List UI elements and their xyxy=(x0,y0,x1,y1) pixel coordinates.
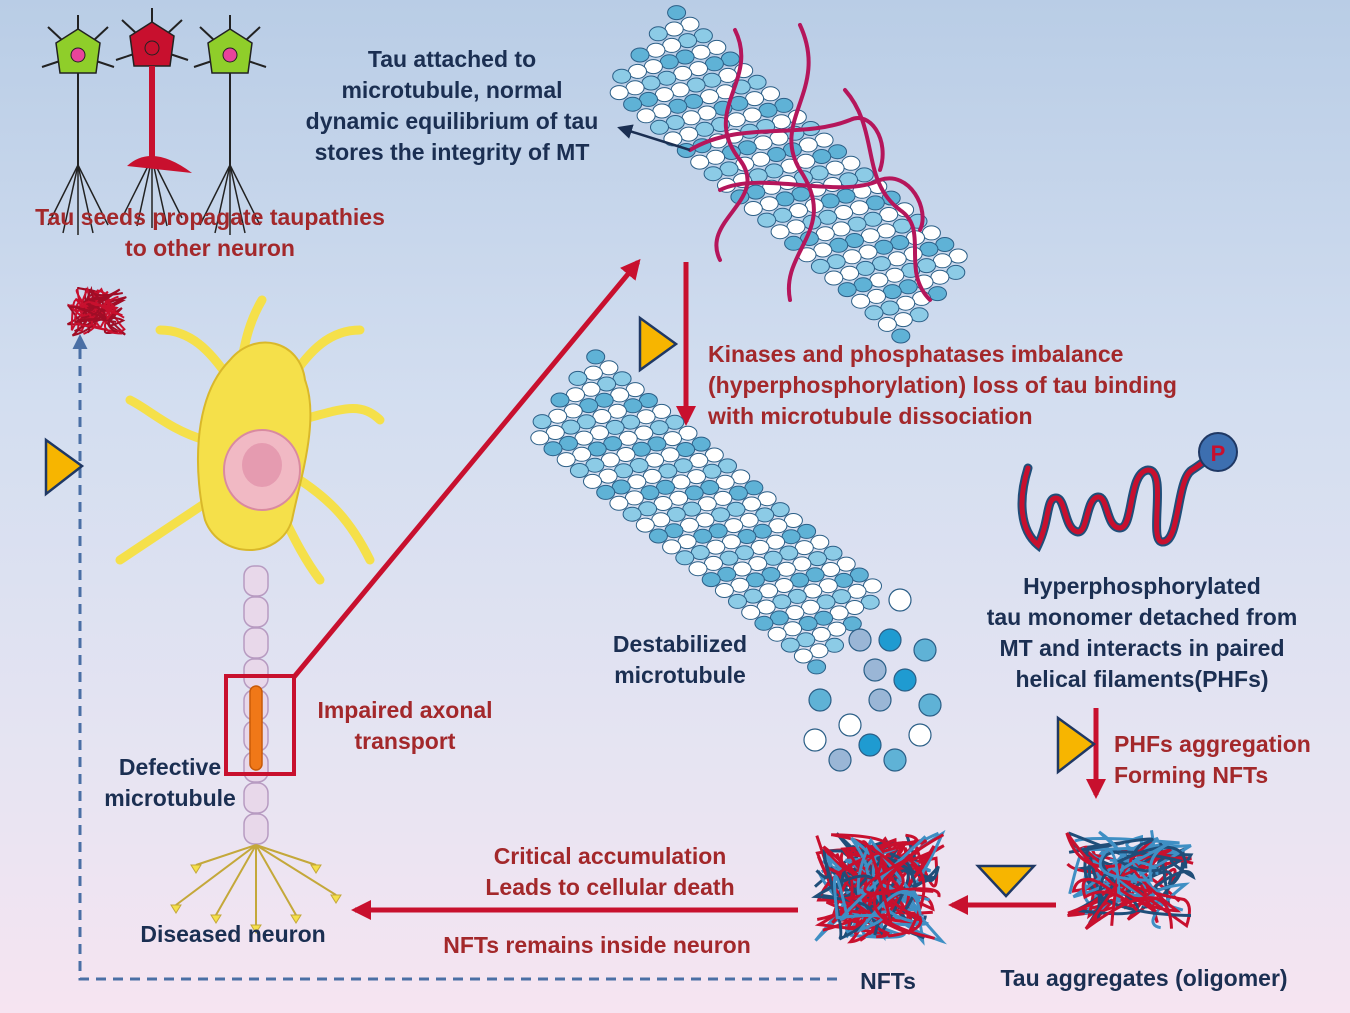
tau-seed-tangle xyxy=(67,285,127,337)
phosphate-circle xyxy=(1198,432,1238,472)
axon-terminals xyxy=(170,844,342,934)
step-triangle-propagation xyxy=(44,437,85,497)
hyperphosphorylated-label: Hyperphosphorylated tau monomer detached… xyxy=(986,573,1298,692)
intact-microtubule xyxy=(609,5,968,344)
phosphate-letter: P xyxy=(1211,441,1226,466)
tau-oligomer-tangle xyxy=(1065,830,1196,931)
nfts-label: NFTs xyxy=(860,968,916,994)
destabilized-microtubule xyxy=(530,349,882,675)
tau-seeds-label: Tau seeds propagate taupathies to other … xyxy=(35,204,385,261)
critical-accumulation-label: Critical accumulation Leads to cellular … xyxy=(485,843,735,900)
propagating-neurons-illustration xyxy=(41,8,267,235)
tau-aggregates-label: Tau aggregates (oligomer) xyxy=(1000,965,1288,991)
kinases-label: Kinases and phosphatases imbalance (hype… xyxy=(708,341,1177,429)
impaired-region-box xyxy=(224,674,296,776)
step-triangle-nfts xyxy=(975,864,1037,898)
step-triangle-aggregation xyxy=(1056,715,1097,775)
nfts-remain-label: NFTs remains inside neuron xyxy=(443,932,751,958)
impaired-transport-label: Impaired axonal transport xyxy=(317,697,493,754)
diseased-neuron-illustration xyxy=(115,295,385,934)
impaired-axon-segment xyxy=(249,685,263,771)
phfs-aggregation-label: PHFs aggregation Forming NFTs xyxy=(1114,731,1311,788)
arrow-to-microtubule xyxy=(292,258,641,679)
destabilized-label: Destabilized microtubule xyxy=(612,631,748,688)
nfts-tangle xyxy=(811,829,947,946)
step-triangle-dissociation xyxy=(638,315,679,373)
diseased-neuron-label: Diseased neuron xyxy=(140,921,326,947)
tau-strands-on-microtubule xyxy=(688,23,932,302)
loose-tubulin-dimers xyxy=(803,588,942,772)
defective-microtubule-label: Defective microtubule xyxy=(104,754,236,811)
tau-attached-label: Tau attached to microtubule, normal dyna… xyxy=(305,46,599,165)
pointer-arrow xyxy=(617,124,691,152)
hyperphosphorylated-tau-monomer: P xyxy=(1017,432,1238,553)
propagation-dashed-arrow xyxy=(72,334,837,981)
nucleolus xyxy=(242,443,282,487)
